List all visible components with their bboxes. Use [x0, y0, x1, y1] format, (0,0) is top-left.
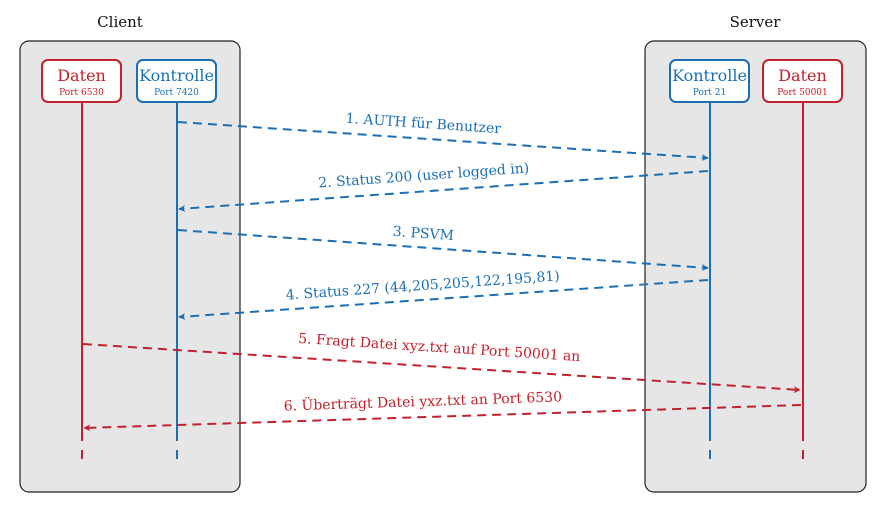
lifelines — [81, 102, 804, 468]
message-4-status-227: 4. Status 227 (44,205,205,122,195,81) — [178, 268, 709, 321]
message-1-auth: 1. AUTH für Benutzer — [177, 111, 709, 162]
message-2-status-200: 2. Status 200 (user logged in) — [178, 160, 709, 213]
message-4-label: 4. Status 227 (44,205,205,122,195,81) — [285, 268, 560, 303]
server-control-box: Kontrolle Port 21 — [669, 59, 750, 103]
message-3-psvm: 3. PSVM — [177, 224, 709, 272]
client-control-box: Kontrolle Port 7420 — [136, 59, 217, 103]
client-control-port: Port 7420 — [154, 88, 199, 98]
server-data-box: Daten Port 50001 — [762, 59, 843, 103]
message-6-label: 6. Überträgt Datei yxz.txt an Port 6530 — [283, 387, 562, 414]
message-3-label: 3. PSVM — [392, 224, 454, 244]
client-title: Client — [97, 13, 143, 31]
server-data-label: Daten — [778, 66, 827, 85]
server-panel: Server — [644, 13, 867, 493]
client-panel: Client — [19, 13, 241, 493]
client-control-label: Kontrolle — [139, 66, 214, 85]
server-control-label: Kontrolle — [672, 66, 747, 85]
client-data-port: Port 6530 — [59, 88, 104, 98]
server-data-port: Port 50001 — [777, 88, 828, 98]
client-data-label: Daten — [57, 66, 106, 85]
server-title: Server — [730, 13, 782, 31]
server-control-port: Port 21 — [693, 88, 726, 98]
client-data-box: Daten Port 6530 — [41, 59, 122, 103]
message-1-label: 1. AUTH für Benutzer — [345, 111, 502, 138]
